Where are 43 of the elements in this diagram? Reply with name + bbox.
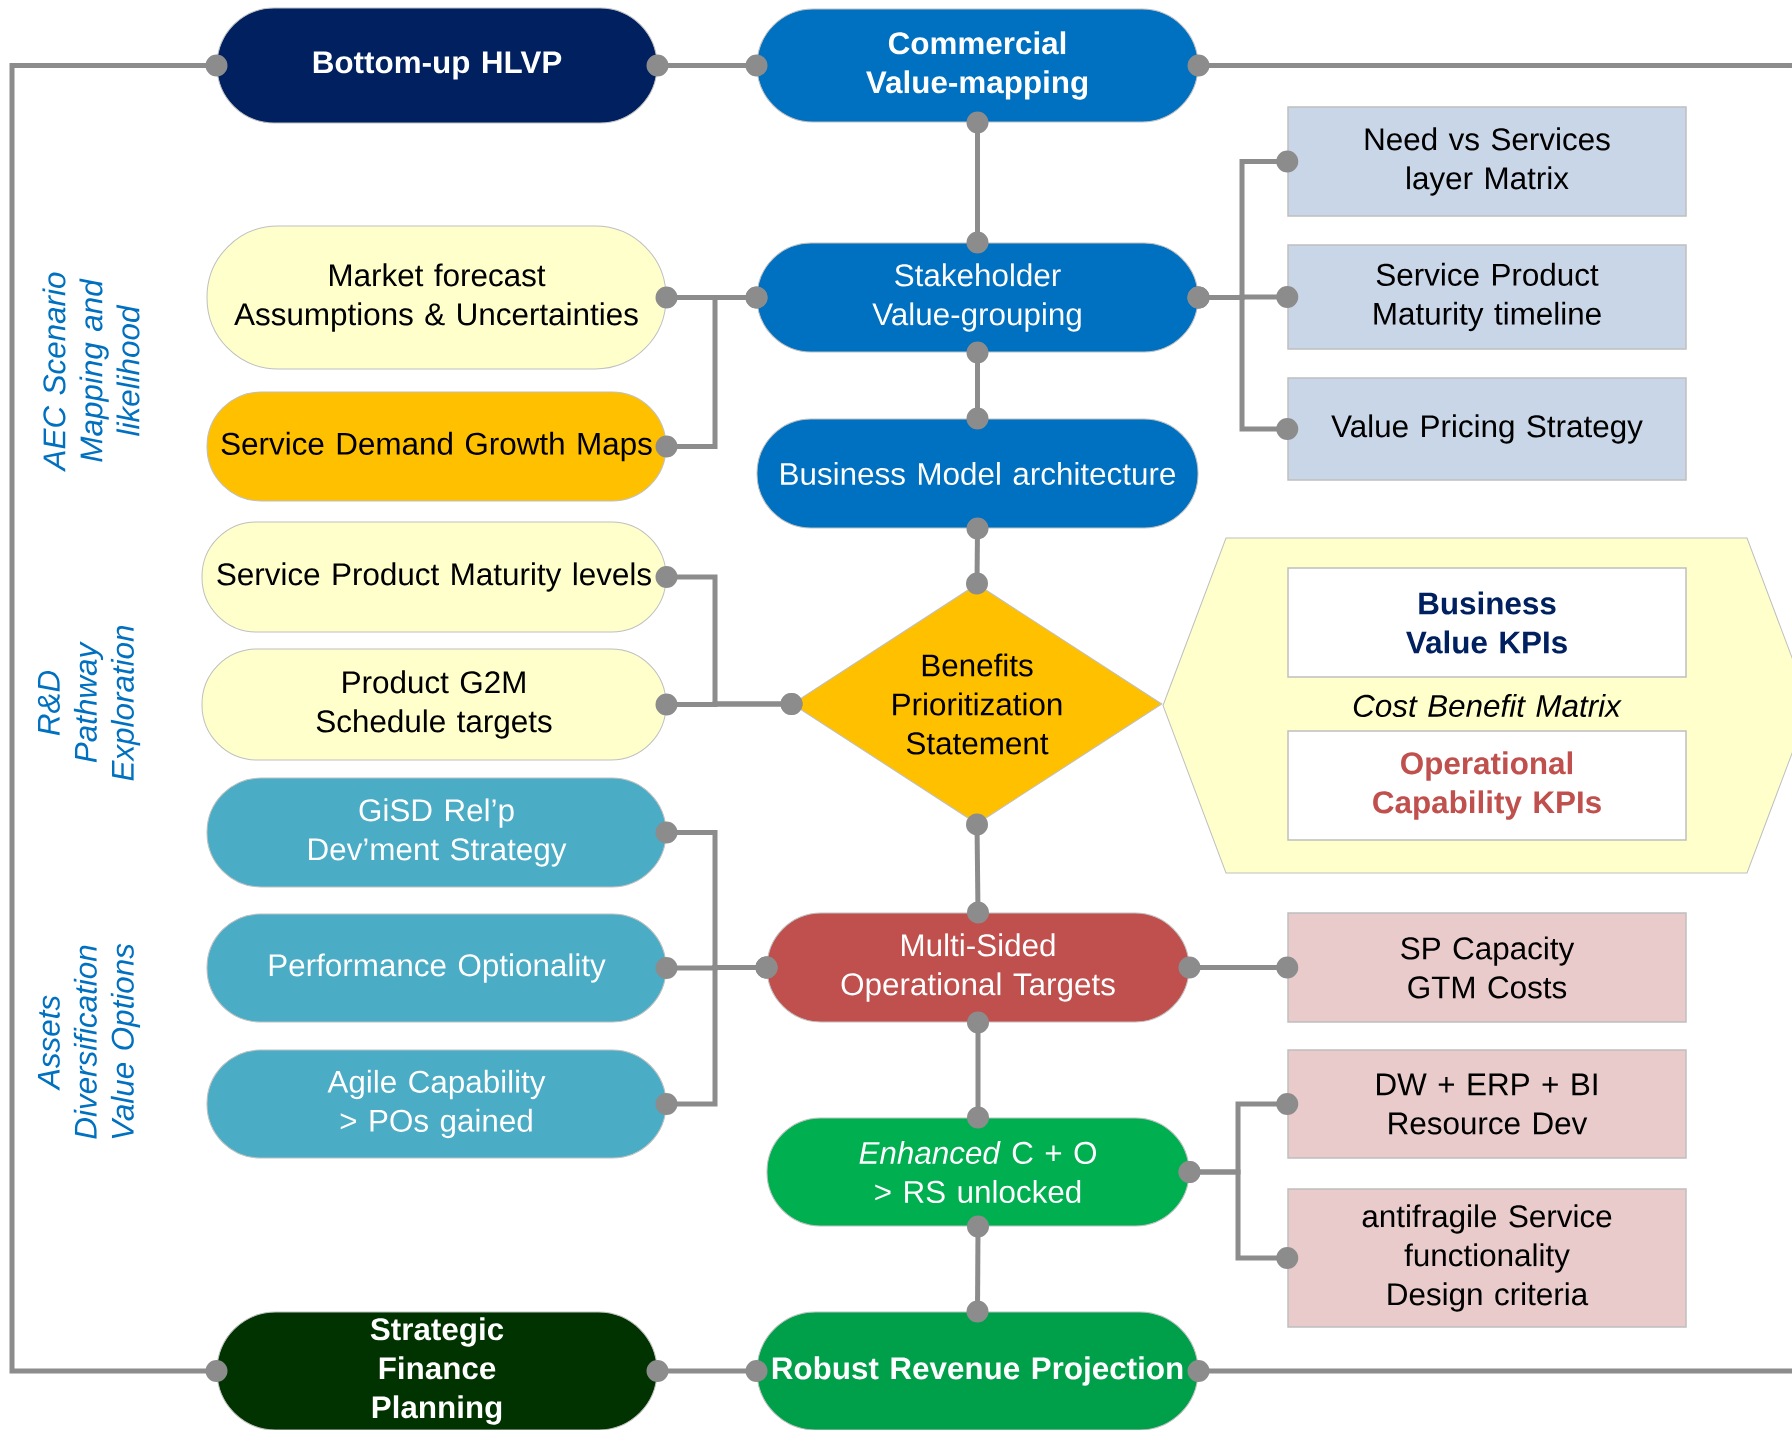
rounded-box: Bottom-up HLVP [216, 7, 658, 124]
connector [646, 54, 768, 77]
connector [1187, 1360, 1792, 1382]
info-box: Service Product Maturity timeline [1287, 244, 1687, 350]
kpi-box: Business Value KPIs [1287, 567, 1687, 678]
connector [655, 956, 778, 1115]
rounded-box: Multi-Sided Operational Targets [766, 912, 1190, 1023]
info-box: antifragile Service functionality Design criteria [1287, 1188, 1687, 1328]
connector [967, 1011, 989, 1129]
rounded-box: Strategic Finance Planning [216, 1311, 658, 1430]
rounded-box: Service Demand Growth Maps [206, 391, 667, 502]
rounded-box: Performance Optionality [206, 913, 667, 1023]
connector [966, 517, 989, 595]
connector [9, 54, 228, 1382]
kpi-box: Operational Capability KPIs [1287, 730, 1687, 841]
rounded-box: Product G2M Schedule targets [201, 648, 667, 761]
info-box: SP Capacity GTM Costs [1287, 912, 1687, 1023]
connector [655, 286, 768, 458]
info-box: DW + ERP + BI Resource Dev [1287, 1049, 1687, 1159]
side-label: R&D Pathway Exploration [37, 625, 141, 781]
rounded-box: Commercial Value-mapping [756, 8, 1199, 123]
connector [655, 693, 803, 716]
rounded-box: GiSD Rel’p Dev’ment Strategy [206, 777, 667, 888]
rounded-box: Agile Capability > POs gained [206, 1049, 667, 1159]
connector [1178, 1161, 1299, 1269]
connector [1187, 54, 1792, 77]
connector [646, 1360, 768, 1382]
side-label: Assets Diversification Value Options [37, 943, 141, 1139]
connector [966, 1215, 989, 1323]
rounded-box: Robust Revenue Projection [756, 1311, 1199, 1430]
info-box: Value Pricing Strategy [1287, 377, 1687, 481]
rounded-box: Service Product Maturity levels [201, 521, 667, 633]
info-box: Need vs Services layer Matrix [1287, 106, 1687, 217]
connector [966, 111, 989, 254]
connector [1187, 286, 1299, 440]
rounded-box: Enhanced C + O > RS unlocked [766, 1117, 1190, 1227]
rounded-box: Market forecast Assumptions & Uncertainties [206, 225, 667, 370]
rounded-box: Business Model architecture [756, 418, 1199, 529]
rounded-box: Stakeholder Value-grouping [756, 242, 1199, 353]
connector [966, 813, 989, 924]
side-label: AEC Scenario Mapping and likelihood [42, 272, 140, 473]
connector [966, 341, 989, 430]
connector [1178, 956, 1299, 979]
